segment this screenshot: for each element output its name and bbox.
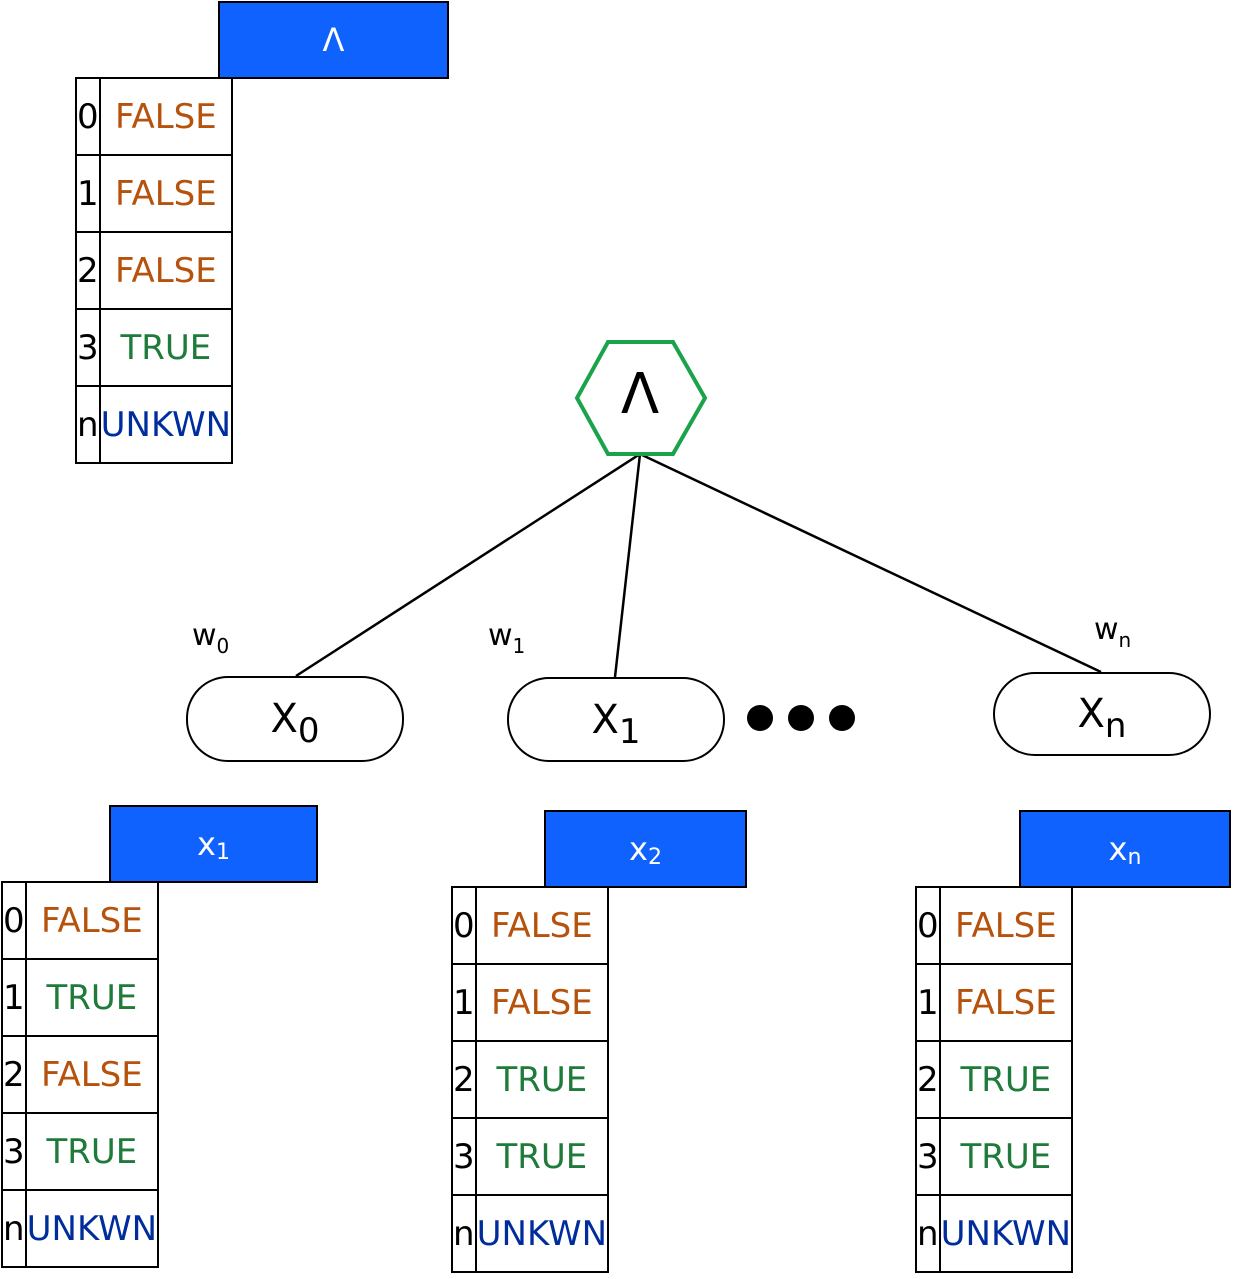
row-index: 0 bbox=[451, 886, 477, 965]
row-value: FALSE bbox=[24, 881, 160, 960]
input-table-body: 0 FALSE 1 TRUE 2 FALSE 3 TRUE n UNKWN bbox=[1, 881, 160, 1268]
table-row: 3 TRUE bbox=[451, 1117, 610, 1196]
edge-x1 bbox=[613, 453, 642, 678]
row-index: 1 bbox=[75, 154, 101, 233]
ellipsis-dots bbox=[747, 705, 855, 731]
row-index: 0 bbox=[1, 881, 27, 960]
row-index: 1 bbox=[915, 963, 941, 1042]
row-value: FALSE bbox=[24, 1035, 160, 1114]
row-index: 3 bbox=[915, 1117, 941, 1196]
dot bbox=[829, 705, 855, 731]
table-row: 3 TRUE bbox=[75, 308, 234, 387]
row-index: 2 bbox=[451, 1040, 477, 1119]
row-value: FALSE bbox=[938, 963, 1074, 1042]
table-row: 1 FALSE bbox=[451, 963, 610, 1042]
row-value: TRUE bbox=[938, 1040, 1074, 1119]
row-value: FALSE bbox=[98, 77, 234, 156]
table-row: n UNKWN bbox=[75, 385, 234, 464]
table-row: n UNKWN bbox=[915, 1194, 1074, 1273]
input-table-body: 0 FALSE 1 FALSE 2 TRUE 3 TRUE n UNKWN bbox=[451, 886, 610, 1273]
input-table-body: 0 FALSE 1 FALSE 2 TRUE 3 TRUE n UNKWN bbox=[915, 886, 1074, 1273]
table-row: 0 FALSE bbox=[915, 886, 1074, 965]
table-row: 1 FALSE bbox=[75, 154, 234, 233]
row-index: n bbox=[1, 1189, 27, 1268]
row-value: UNKWN bbox=[938, 1194, 1074, 1273]
row-value: FALSE bbox=[474, 963, 610, 1042]
and-table-body: 0 FALSE 1 FALSE 2 FALSE 3 TRUE n UNKWN bbox=[75, 77, 234, 464]
row-value: FALSE bbox=[938, 886, 1074, 965]
row-value: UNKWN bbox=[474, 1194, 610, 1273]
row-index: n bbox=[915, 1194, 941, 1273]
row-index: 0 bbox=[915, 886, 941, 965]
table-row: 1 FALSE bbox=[915, 963, 1074, 1042]
table-row: 0 FALSE bbox=[1, 881, 160, 960]
row-index: n bbox=[451, 1194, 477, 1273]
row-value: UNKWN bbox=[98, 385, 234, 464]
dot bbox=[788, 705, 814, 731]
edge-x0 bbox=[295, 452, 641, 678]
table-row: 0 FALSE bbox=[75, 77, 234, 156]
table-row: 3 TRUE bbox=[1, 1112, 160, 1191]
row-value: FALSE bbox=[98, 231, 234, 310]
table-row: 2 TRUE bbox=[451, 1040, 610, 1119]
table-row: 2 FALSE bbox=[75, 231, 234, 310]
row-value: TRUE bbox=[98, 308, 234, 387]
row-index: 3 bbox=[451, 1117, 477, 1196]
table-row: 2 TRUE bbox=[915, 1040, 1074, 1119]
table-row: 1 TRUE bbox=[1, 958, 160, 1037]
edge-xn bbox=[639, 452, 1102, 674]
row-value: TRUE bbox=[474, 1040, 610, 1119]
row-value: FALSE bbox=[98, 154, 234, 233]
row-index: 3 bbox=[1, 1112, 27, 1191]
row-index: 2 bbox=[915, 1040, 941, 1119]
row-index: 2 bbox=[1, 1035, 27, 1114]
and-gate-hexagon bbox=[574, 340, 708, 456]
weight-label-1: w1 bbox=[488, 618, 526, 658]
and-table-header: Λ bbox=[218, 1, 449, 79]
row-index: 1 bbox=[1, 958, 27, 1037]
row-index: 1 bbox=[451, 963, 477, 1042]
row-index: 2 bbox=[75, 231, 101, 310]
row-value: TRUE bbox=[24, 958, 160, 1037]
table-row: n UNKWN bbox=[451, 1194, 610, 1273]
table-row: 2 FALSE bbox=[1, 1035, 160, 1114]
row-value: TRUE bbox=[938, 1117, 1074, 1196]
weight-label-n: wn bbox=[1094, 612, 1132, 652]
row-index: n bbox=[75, 385, 101, 464]
row-index: 3 bbox=[75, 308, 101, 387]
table-row: n UNKWN bbox=[1, 1189, 160, 1268]
row-value: TRUE bbox=[24, 1112, 160, 1191]
dot bbox=[747, 705, 773, 731]
row-index: 0 bbox=[75, 77, 101, 156]
table-row: 3 TRUE bbox=[915, 1117, 1074, 1196]
row-value: TRUE bbox=[474, 1117, 610, 1196]
and-gate-symbol: Λ bbox=[620, 362, 660, 427]
weight-label-0: w0 bbox=[192, 618, 230, 658]
row-value: UNKWN bbox=[24, 1189, 160, 1268]
row-value: FALSE bbox=[474, 886, 610, 965]
table-row: 0 FALSE bbox=[451, 886, 610, 965]
